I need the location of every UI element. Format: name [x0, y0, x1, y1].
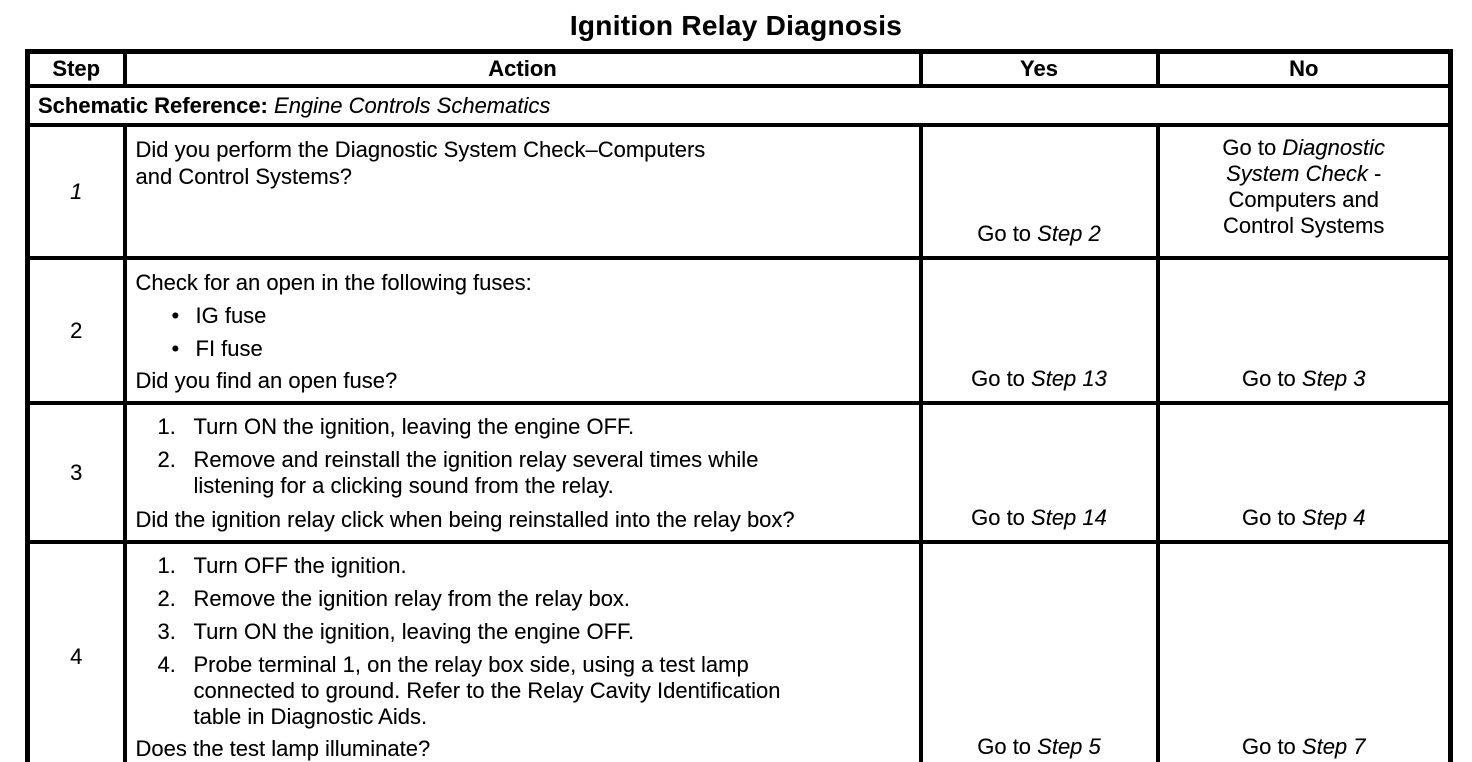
table-row-step-1: 1 Did you perform the Diagnostic System …	[25, 123, 1453, 260]
goto-text: Go to	[1222, 135, 1283, 160]
item-text: Turn OFF the ignition.	[194, 553, 407, 579]
no-cell: Go to Step 7	[1155, 540, 1453, 762]
item-text-line: Turn ON the ignition, leaving the engine…	[193, 619, 635, 644]
goto-text: Go to	[971, 366, 1032, 391]
item-number: 3.	[157, 619, 176, 644]
item-text-line: Probe terminal 1, on the relay box side,…	[193, 652, 749, 677]
numbered-item: 4. Probe terminal 1, on the relay box si…	[136, 652, 911, 730]
action-question: Does the test lamp illuminate?	[135, 736, 431, 761]
action-question: Did you find an open fuse?	[135, 368, 398, 393]
yes-cell: Go to Step 13	[918, 256, 1160, 405]
goto-target: Step 7	[1301, 734, 1366, 759]
bullet-item: • IG fuse	[136, 303, 911, 329]
item-text-line: table in Diagnostic Aids.	[193, 704, 428, 729]
header-step: Step	[25, 49, 127, 88]
goto-text: Go to	[977, 221, 1038, 246]
table-header-row: Step Action Yes No	[25, 49, 1453, 88]
goto-text-suffix: - Computers and Control Systems	[1223, 161, 1385, 238]
action-cell: Did you perform the Diagnostic System Ch…	[122, 123, 923, 260]
numbered-item: 2. Remove the ignition relay from the re…	[136, 586, 911, 612]
numbered-item: 3. Turn ON the ignition, leaving the eng…	[136, 619, 911, 645]
numbered-item: 1. Turn OFF the ignition.	[136, 553, 911, 579]
action-cell: Check for an open in the following fuses…	[122, 256, 923, 405]
item-text-line: Turn ON the ignition, leaving the engine…	[193, 414, 635, 439]
no-cell: Go to Diagnostic System Check - Computer…	[1155, 123, 1453, 260]
table-row-step-3: 3 1. Turn ON the ignition, leaving the e…	[25, 401, 1453, 544]
yes-cell: Go to Step 2	[918, 123, 1160, 260]
item-text: Probe terminal 1, on the relay box side,…	[194, 652, 781, 730]
item-text: Remove and reinstall the ignition relay …	[194, 447, 759, 499]
goto-target: Step 2	[1037, 221, 1101, 246]
goto-target: Step 4	[1301, 505, 1366, 530]
yes-cell: Go to Step 14	[918, 401, 1160, 544]
no-cell: Go to Step 4	[1155, 401, 1453, 544]
bullet-item: • FI fuse	[136, 336, 911, 362]
goto-target: Diagnostic System Check	[1226, 135, 1386, 186]
goto-target: Step 13	[1031, 366, 1107, 391]
item-text-line: Remove the ignition relay from the relay…	[193, 586, 631, 611]
action-cell: 1. Turn ON the ignition, leaving the eng…	[122, 401, 923, 544]
schematic-reference-label: Schematic Reference:	[38, 92, 268, 118]
action-question: Did the ignition relay click when being …	[135, 507, 795, 532]
table-row-step-2: 2 Check for an open in the following fus…	[25, 256, 1453, 405]
goto-target: Step 3	[1301, 366, 1366, 391]
goto-text: Go to	[1241, 366, 1302, 391]
action-text-line: and Control Systems?	[135, 164, 352, 189]
bullet-text: IG fuse	[195, 303, 267, 328]
header-action: Action	[122, 49, 923, 88]
item-number: 1.	[157, 553, 176, 578]
goto-text: Go to	[1241, 505, 1302, 530]
goto-text: Go to	[1241, 734, 1302, 759]
item-number: 4.	[157, 652, 176, 677]
page-title: Ignition Relay Diagnosis	[569, 10, 903, 41]
step-number: 1	[25, 123, 127, 260]
schematic-reference: Schematic Reference: Engine Controls Sch…	[25, 84, 1453, 127]
numbered-item: 2. Remove and reinstall the ignition rel…	[136, 447, 911, 499]
table-row-step-4: 4 1. Turn OFF the ignition. 2. Remove th…	[25, 540, 1453, 762]
item-text-line: Turn OFF the ignition.	[193, 553, 407, 578]
item-number: 2.	[157, 586, 176, 611]
schematic-reference-value: Engine Controls Schematics	[274, 92, 551, 118]
header-no: No	[1155, 49, 1453, 88]
action-intro: Check for an open in the following fuses…	[135, 270, 532, 295]
bullet-icon: •	[171, 303, 180, 328]
schematic-reference-row: Schematic Reference: Engine Controls Sch…	[25, 84, 1453, 127]
step-number: 3	[25, 401, 127, 544]
action-text-line: Did you perform the Diagnostic System Ch…	[135, 137, 706, 162]
no-cell: Go to Step 3	[1155, 256, 1453, 405]
goto-text: Go to	[971, 505, 1032, 530]
numbered-item: 1. Turn ON the ignition, leaving the eng…	[136, 414, 911, 440]
step-number: 4	[25, 540, 127, 762]
goto-target: Step 14	[1031, 505, 1107, 530]
bullet-text: FI fuse	[195, 336, 263, 361]
header-yes: Yes	[918, 49, 1160, 88]
item-text: Turn ON the ignition, leaving the engine…	[194, 619, 635, 645]
item-text-line: Remove and reinstall the ignition relay …	[193, 447, 759, 472]
goto-target: Step 5	[1037, 734, 1101, 759]
yes-cell: Go to Step 5	[918, 540, 1160, 762]
action-cell: 1. Turn OFF the ignition. 2. Remove the …	[122, 540, 923, 762]
diagnosis-table: Step Action Yes No Schematic Reference: …	[25, 49, 1453, 762]
item-text-line: listening for a clicking sound from the …	[193, 473, 614, 498]
item-number: 2.	[157, 447, 176, 472]
item-text-line: connected to ground. Refer to the Relay …	[193, 678, 781, 703]
goto-text: Go to	[977, 734, 1038, 759]
item-number: 1.	[157, 414, 176, 439]
step-number: 2	[25, 256, 127, 405]
item-text: Turn ON the ignition, leaving the engine…	[194, 414, 635, 440]
bullet-icon: •	[171, 336, 180, 361]
item-text: Remove the ignition relay from the relay…	[194, 586, 631, 612]
